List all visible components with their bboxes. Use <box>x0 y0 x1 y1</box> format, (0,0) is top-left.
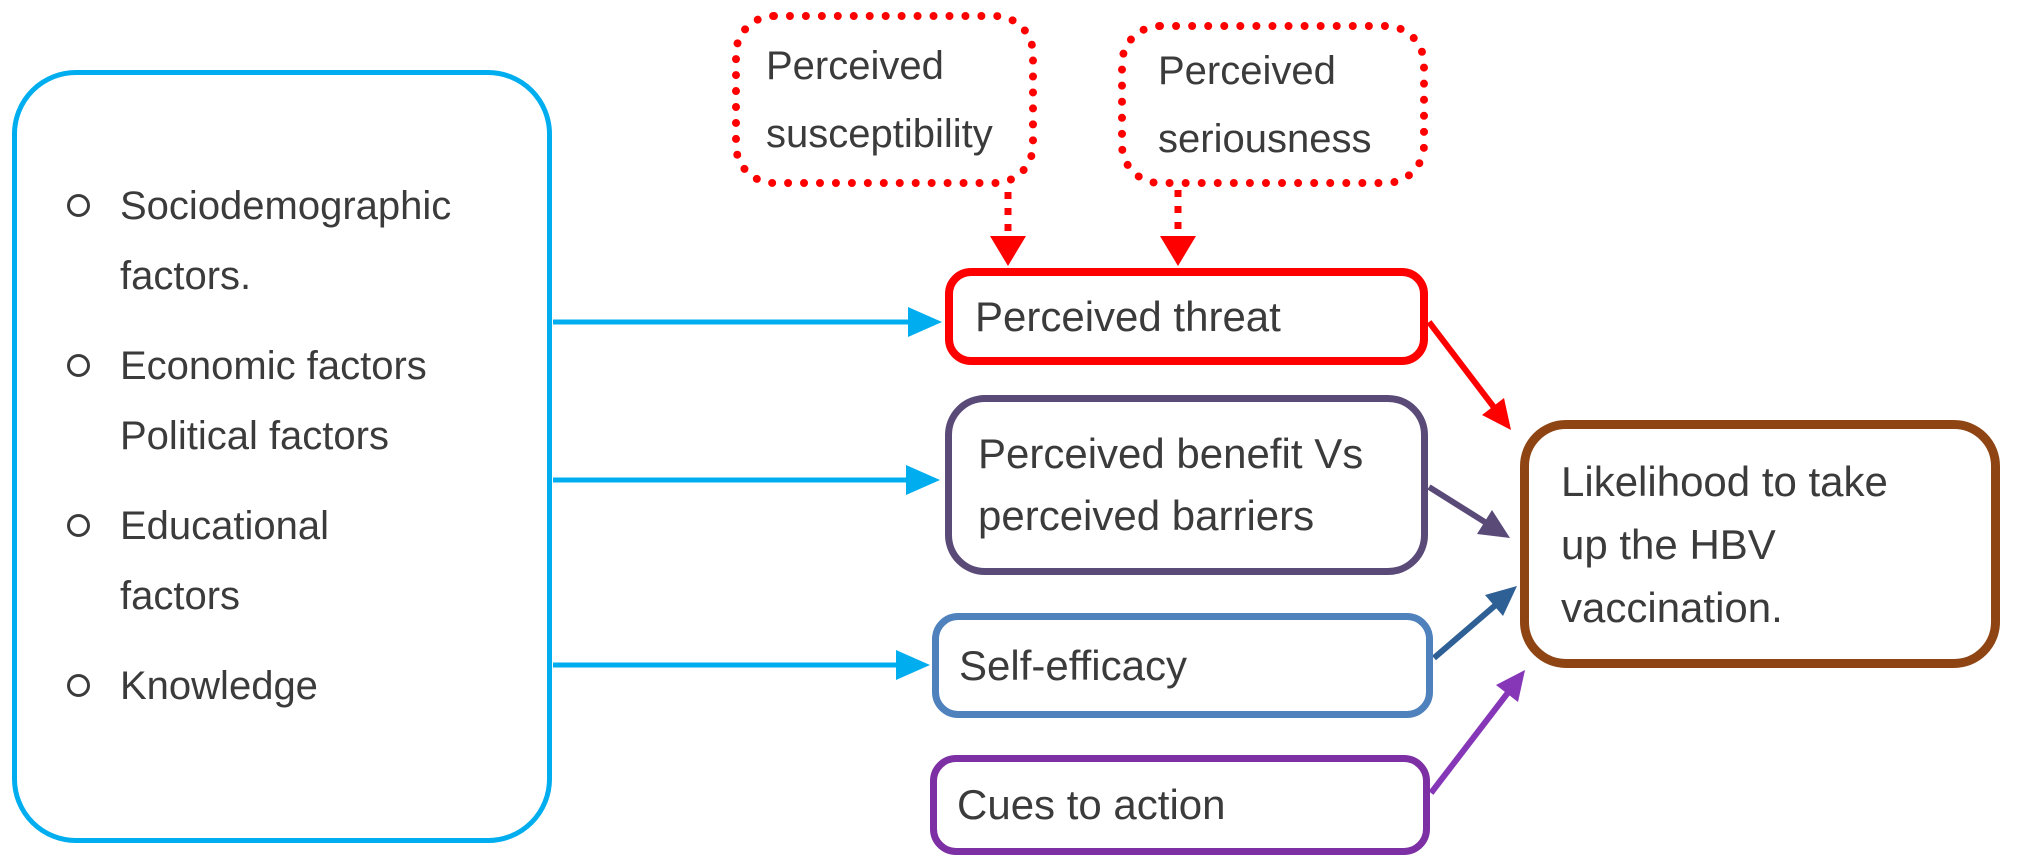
box-label: Perceived <box>766 43 944 88</box>
box-self-efficacy: Self-efficacy <box>932 613 1433 718</box>
factor-line: Sociodemographic <box>120 184 452 228</box>
factor-line: factors <box>120 574 241 618</box>
list-item-knowledge: Knowledge <box>67 651 547 721</box>
box-label: susceptibility <box>766 111 993 156</box>
box-label: Perceived threat <box>975 292 1281 340</box>
arrow-threat-to-likelihood <box>1426 320 1511 430</box>
factor-line: factors. <box>120 254 252 298</box>
arrow-seriousness-to-threat <box>1160 190 1196 266</box>
box-perceived-seriousness: Perceived seriousness <box>1118 22 1428 187</box>
arrow-factors-to-benefit <box>553 465 940 495</box>
box-perceived-threat: Perceived threat <box>945 268 1428 365</box>
box-label: seriousness <box>1158 116 1372 161</box>
circle-bullet-icon <box>67 354 90 377</box>
factor-line: Political factors <box>120 414 389 458</box>
arrow-factors-to-threat <box>553 307 942 337</box>
circle-bullet-icon <box>67 514 90 537</box>
arrow-factors-to-selfefficacy <box>553 650 930 680</box>
factors-list: Sociodemographic factors. Economic facto… <box>17 75 547 741</box>
list-item-economic-political: Economic factors Political factors <box>67 331 547 471</box>
arrow-benefit-to-likelihood <box>1427 484 1510 538</box>
arrow-selfefficacy-to-likelihood <box>1432 586 1517 661</box>
box-label: Cues to action <box>957 781 1226 828</box>
box-cues-to-action: Cues to action <box>930 755 1430 855</box>
factor-line: Knowledge <box>120 664 318 708</box>
factor-line: Economic factors <box>120 344 427 388</box>
box-perceived-susceptibility: Perceived susceptibility <box>732 12 1037 187</box>
box-perceived-benefit-vs-barriers: Perceived benefit Vs perceived barriers <box>945 395 1428 575</box>
box-label: Self-efficacy <box>959 641 1187 689</box>
circle-bullet-icon <box>67 674 90 697</box>
box-label: Perceived <box>1158 48 1336 93</box>
factor-line: Educational <box>120 504 330 548</box>
arrow-cues-to-likelihood <box>1428 670 1525 795</box>
arrow-susceptibility-to-threat <box>990 192 1026 266</box>
box-label: vaccination. <box>1561 583 1783 631</box>
box-label: perceived barriers <box>978 492 1315 539</box>
box-label: Perceived benefit Vs <box>978 430 1364 477</box>
list-item-educational: Educational factors <box>67 491 547 631</box>
box-likelihood-hbv-vaccination: Likelihood to take up the HBV vaccinatio… <box>1520 420 2000 668</box>
circle-bullet-icon <box>67 194 90 217</box>
box-influencing-factors: Sociodemographic factors. Economic facto… <box>12 70 552 843</box>
box-label: up the HBV <box>1561 520 1776 568</box>
box-label: Likelihood to take <box>1561 457 1888 505</box>
list-item-sociodemographic: Sociodemographic factors. <box>67 171 547 311</box>
